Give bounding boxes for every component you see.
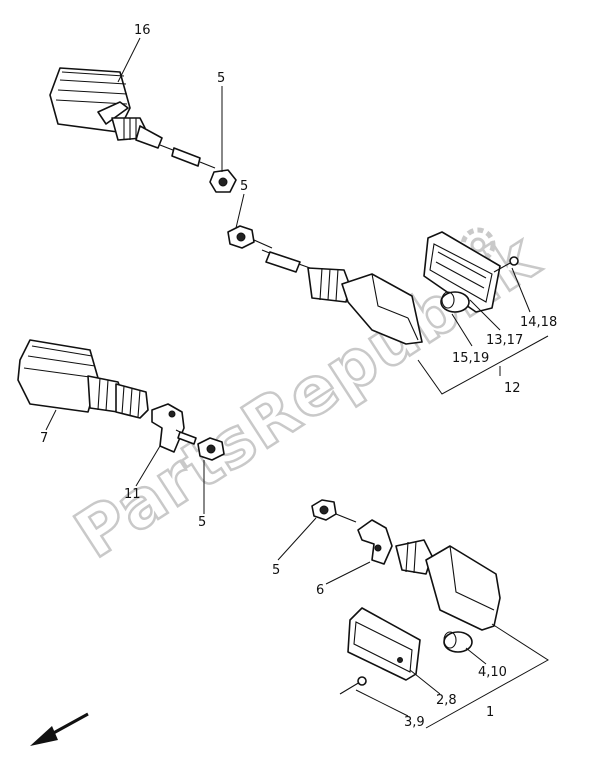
callout-1: 1 (486, 705, 494, 720)
callout-16: 16 (134, 23, 151, 38)
flasher-front-right (253, 239, 423, 345)
bracket-6 (335, 513, 393, 565)
callout-5-bottom: 5 (272, 563, 280, 578)
bulb-15-19 (440, 291, 470, 313)
screw-14-18 (493, 256, 519, 273)
callout-15-19: 15,19 (452, 351, 489, 366)
callout-4-10: 4,10 (478, 665, 507, 680)
callout-14-18: 14,18 (520, 315, 557, 330)
nut-5-middle (227, 225, 255, 249)
callout-5-middle: 5 (240, 179, 248, 194)
lens-13-17 (423, 231, 501, 313)
bulb-4-10 (443, 631, 473, 653)
flasher-rear-left (49, 67, 216, 169)
flasher-rear-right (395, 539, 501, 631)
screw-3-9 (339, 676, 367, 695)
callout-13-17: 13,17 (486, 333, 523, 348)
callout-11: 11 (124, 487, 141, 502)
front-direction-arrow-icon (30, 712, 89, 746)
callout-3-9: 3,9 (404, 715, 425, 730)
callout-2-8: 2,8 (436, 693, 457, 708)
bracket-11 (151, 403, 197, 453)
callout-labels: 16 5 5 7 11 5 5 6 14,18 13,17 15,19 12 4… (40, 23, 557, 730)
callout-12: 12 (504, 381, 521, 396)
leader-lines (45, 37, 549, 729)
lens-2-8 (347, 607, 421, 681)
callout-5-top: 5 (217, 71, 225, 86)
nut-5-top (209, 169, 237, 193)
callout-6: 6 (316, 583, 324, 598)
flasher-front-left (17, 339, 149, 419)
nut-5-left (197, 437, 225, 461)
callout-5-left: 5 (198, 515, 206, 530)
callout-7: 7 (40, 431, 48, 446)
nut-5-bottom (311, 499, 337, 521)
